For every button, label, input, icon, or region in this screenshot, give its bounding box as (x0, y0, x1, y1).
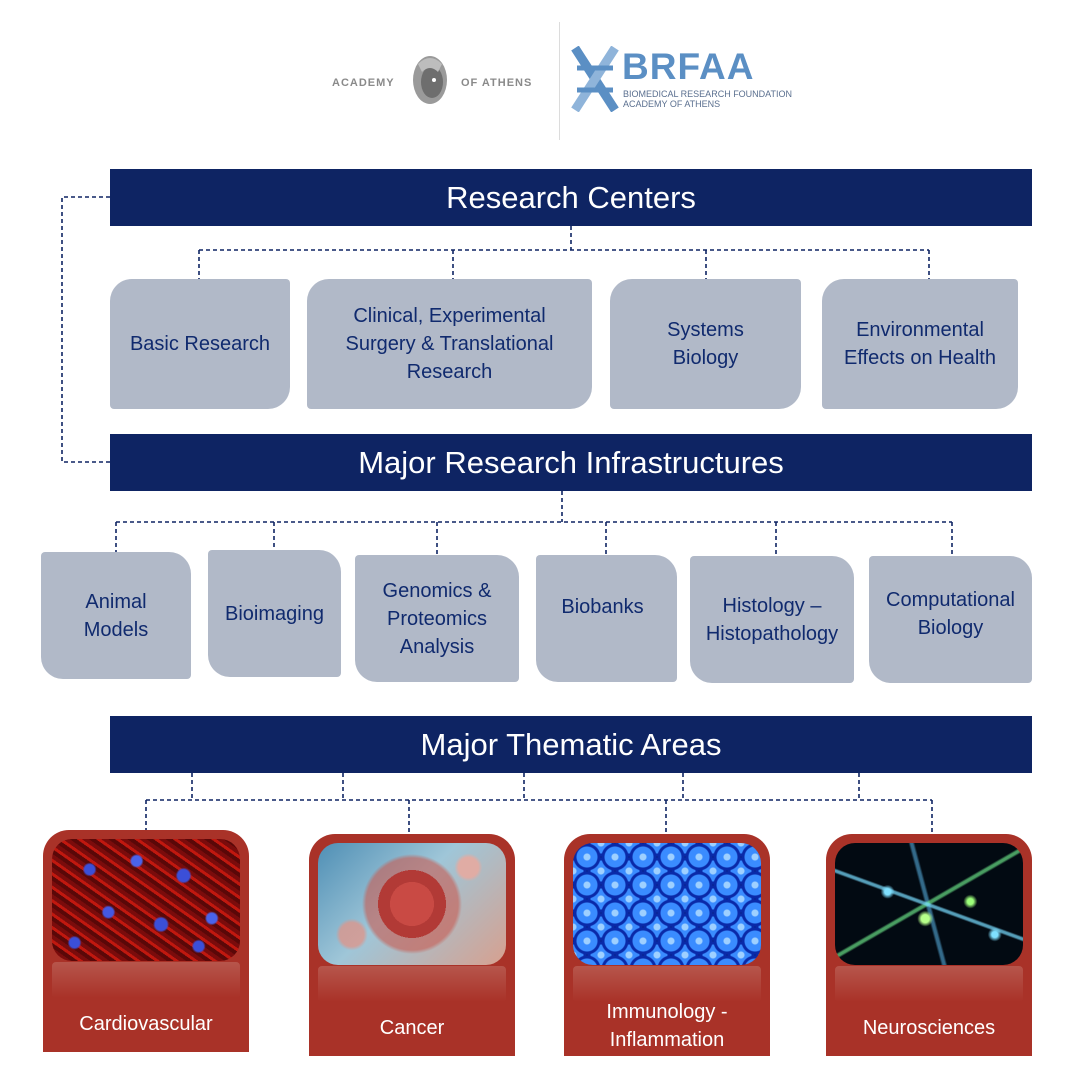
theme-label-cardiovascular: Cardiovascular (79, 1013, 213, 1035)
neurosciences-reflection (835, 966, 1023, 1002)
research-centers-title: Research Centers (110, 169, 1032, 226)
theme-label-immunology: Immunology - Inflammation (606, 1001, 728, 1051)
rc-box-environmental-effects: Environmental Effects on Health (822, 279, 1018, 409)
theme-label-cancer: Cancer (379, 1017, 445, 1039)
rc-box-clinical-surgery: Clinical, Experimental Surgery & Transla… (307, 279, 592, 409)
brfaa-title: BRFAA (622, 46, 755, 87)
neurosciences-neurons-image (835, 843, 1023, 965)
theme-label-neurosciences: Neurosciences (862, 1017, 996, 1039)
infra-box-genomics-proteomics: Genomics & Proteomics Analysis (355, 555, 519, 682)
academy-right-text: OF ATHENS (461, 77, 533, 89)
infra-box-computational-biology: Computational Biology (869, 556, 1032, 683)
logo-divider (559, 22, 560, 140)
brfaa-subtitle-line1: BIOMEDICAL RESEARCH FOUNDATION (623, 89, 793, 99)
rc-box-systems-biology: Systems Biology (610, 279, 801, 409)
cancer-reflection (318, 966, 506, 1002)
infra-box-histology: Histology – Histopathology (690, 556, 854, 683)
athena-head-icon (413, 56, 447, 104)
cardiovascular-cells-image (52, 839, 240, 961)
theme-card-cancer: Cancer (309, 834, 515, 1056)
cardiovascular-reflection (52, 962, 240, 998)
infrastructures-title: Major Research Infrastructures (110, 434, 1032, 491)
infra-box-biobanks: Biobanks (536, 555, 677, 682)
brfaa-subtitle-line2: ACADEMY OF ATHENS (623, 99, 721, 109)
theme-card-neurosciences: Neurosciences (826, 834, 1032, 1056)
header-logos: ACADEMY OF ATHENS BRFAA BIOMEDICAL RESEA… (0, 0, 1068, 150)
rc-box-basic-research: Basic Research (110, 279, 290, 409)
brfaa-dna-icon (571, 46, 619, 112)
theme-card-cardiovascular: Cardiovascular (43, 830, 249, 1052)
infra-box-animal-models: Animal Models (41, 552, 191, 679)
immunology-cells-image (573, 843, 761, 965)
thematic-title: Major Thematic Areas (110, 716, 1032, 773)
theme-card-immunology: Immunology - Inflammation (564, 834, 770, 1056)
cancer-cell-image (318, 843, 506, 965)
infra-box-bioimaging: Bioimaging (208, 550, 341, 677)
academy-left-text: ACADEMY (332, 77, 395, 89)
immunology-reflection (573, 966, 761, 1002)
